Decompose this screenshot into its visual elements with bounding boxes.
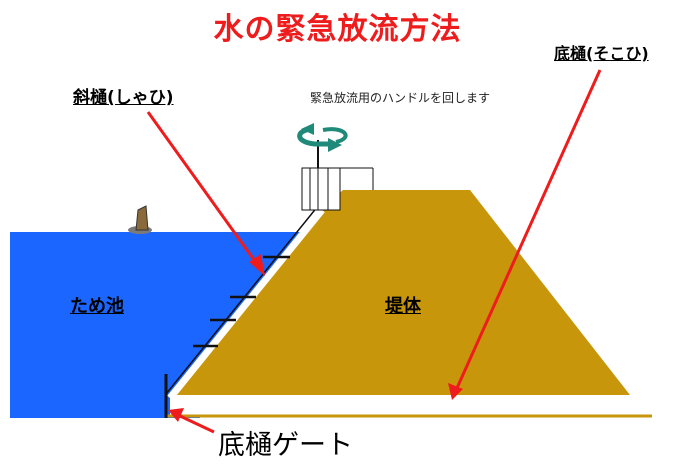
dam-body — [170, 190, 630, 395]
inclined-conduit-pipe — [167, 207, 325, 401]
inclined-conduit-label: 斜樋(しゃひ) — [73, 88, 174, 108]
rotation-arrow-icon — [297, 123, 348, 152]
pond-water — [10, 232, 200, 418]
arrow-to-inclined-conduit — [146, 111, 265, 276]
diagram-title: 水の緊急放流方法 — [213, 12, 462, 47]
bottom-conduit-label: 底樋(そこひ) — [554, 44, 649, 63]
arrow-to-bottom-conduit — [448, 69, 602, 400]
gate-label: 底樋ゲート — [218, 430, 353, 461]
dam-body-label: 堤体 — [385, 296, 421, 317]
handle-note: 緊急放流用のハンドルを回します — [310, 91, 491, 105]
arrow-to-gate — [168, 408, 215, 434]
inclined-conduit-edge — [165, 205, 319, 395]
floating-object-icon — [128, 205, 152, 234]
pond-water-wedge — [170, 232, 300, 418]
valve-tower — [301, 167, 341, 211]
pond-label: ため池 — [70, 296, 124, 317]
bottom-conduit-pipe — [170, 395, 650, 415]
